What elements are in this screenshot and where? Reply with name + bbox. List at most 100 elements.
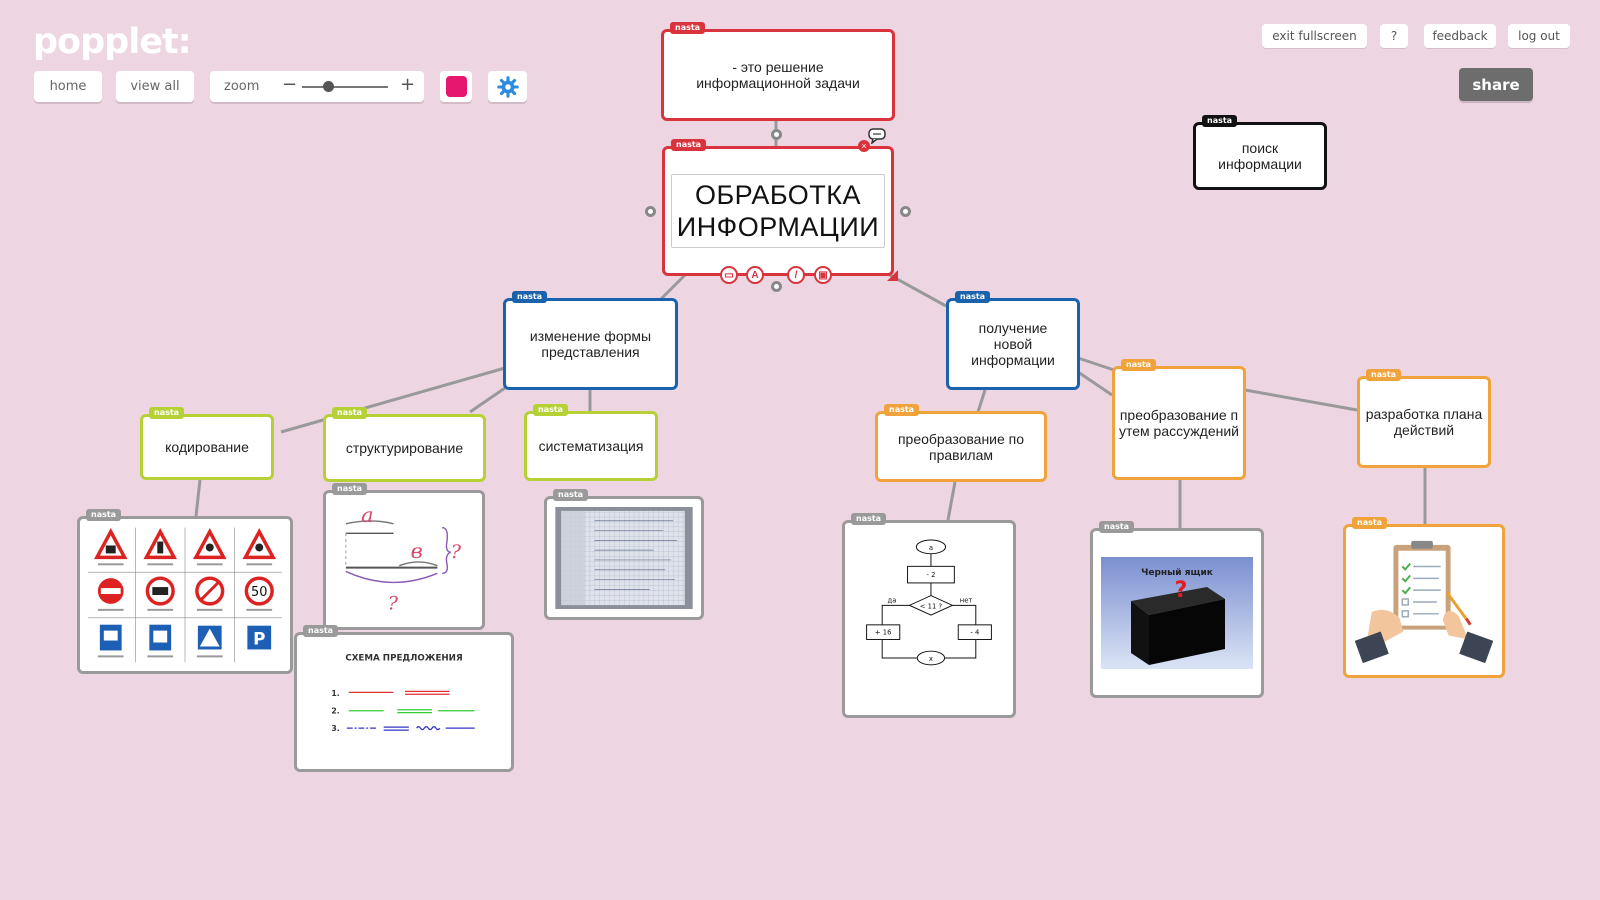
exit-fullscreen-label: exit fullscreen xyxy=(1272,29,1357,43)
scheme-row-2: 2. xyxy=(331,707,339,716)
sentence-scheme-title: СХЕМА ПРЕДЛОЖЕНИЯ xyxy=(345,653,462,663)
zoom-control: zoom − + xyxy=(210,71,424,102)
popple-action-plan[interactable]: nasta разработка плана действий xyxy=(1357,369,1491,468)
font-tool-icon[interactable]: A xyxy=(746,266,764,284)
author-tag: nasta xyxy=(303,625,339,637)
author-tag: nasta xyxy=(512,291,548,303)
author-tag: nasta xyxy=(851,513,887,525)
handwriting-label-b: в xyxy=(411,539,423,563)
popple-black-box-image[interactable]: nasta Черный ящик ? xyxy=(1090,521,1264,698)
popple-reasoning-transform[interactable]: nasta преобразование путем рассуждений xyxy=(1112,359,1246,480)
popple-sentence-scheme-image[interactable]: nasta СХЕМА ПРЕДЛОЖЕНИЯ 1. 2. 3. xyxy=(294,625,514,772)
logout-label: log out xyxy=(1518,29,1560,43)
exit-fullscreen-button[interactable]: exit fullscreen xyxy=(1262,24,1367,48)
connector-handle-bottom[interactable] xyxy=(771,281,782,292)
author-tag: nasta xyxy=(332,407,368,419)
popple-rule-transform[interactable]: nasta преобразование по правилам xyxy=(875,404,1047,482)
feedback-button[interactable]: feedback xyxy=(1424,24,1496,48)
view-all-button[interactable]: view all xyxy=(116,71,194,102)
checklist-image xyxy=(1352,533,1496,669)
zoom-out-button[interactable]: − xyxy=(282,74,298,95)
black-box-question-mark: ? xyxy=(1175,578,1188,603)
comment-icon[interactable] xyxy=(868,128,886,144)
scheme-row-3: 3. xyxy=(331,724,339,733)
handwriting-question-2: ? xyxy=(388,593,399,615)
flowchart-image: a - 2 < 11 ? + 16 - 4 x да нет xyxy=(851,529,1007,709)
flowchart-end: x xyxy=(929,655,933,663)
home-button[interactable]: home xyxy=(34,71,102,102)
share-button[interactable]: share xyxy=(1459,68,1533,101)
popple-text: ОБРАБОТКА ИНФОРМАЦИИ xyxy=(676,180,880,242)
handwriting-question-1: ? xyxy=(451,541,462,563)
popple-coding[interactable]: nasta кодирование xyxy=(140,407,274,480)
flowchart-step-1: - 2 xyxy=(926,571,935,579)
image-tool-icon[interactable]: ▣ xyxy=(814,266,832,284)
author-tag: nasta xyxy=(86,509,122,521)
home-button-label: home xyxy=(49,79,87,94)
popple-text: структурирование xyxy=(345,440,464,456)
delete-popple-icon[interactable]: × xyxy=(858,140,870,152)
flowchart-yes-label: да xyxy=(888,596,897,604)
author-tag: nasta xyxy=(884,404,920,416)
author-tag: nasta xyxy=(1099,521,1135,533)
author-tag: nasta xyxy=(955,291,991,303)
parking-label: P xyxy=(253,629,265,649)
popple-text: получение новой информации xyxy=(971,320,1055,368)
draw-tool-icon[interactable]: / xyxy=(787,266,805,284)
scheme-row-1: 1. xyxy=(331,689,339,698)
author-tag: nasta xyxy=(1202,115,1238,127)
resize-handle-icon[interactable] xyxy=(887,270,898,281)
author-tag: nasta xyxy=(670,22,706,34)
zoom-slider-track[interactable] xyxy=(302,86,388,88)
popple-text: систематизация xyxy=(538,438,644,454)
popple-definition[interactable]: nasta - это решение информационной задач… xyxy=(661,22,895,121)
author-tag: nasta xyxy=(671,139,707,151)
settings-button[interactable] xyxy=(488,71,527,102)
popple-handwriting-image[interactable]: nasta a в ? ? xyxy=(323,483,485,630)
popple-flowchart-image[interactable]: nasta a - 2 < 11 ? + 16 - 4 x да нет xyxy=(842,513,1016,718)
popple-road-signs-image[interactable]: nasta 50 P xyxy=(77,509,293,674)
author-tag: nasta xyxy=(149,407,185,419)
popple-new-info[interactable]: nasta получение новой информации xyxy=(946,291,1080,390)
popple-search[interactable]: nasta поиск информации xyxy=(1193,115,1327,190)
author-tag: nasta xyxy=(533,404,569,416)
popple-checklist-image[interactable]: nasta xyxy=(1343,517,1505,678)
popple-structuring[interactable]: nasta структурирование xyxy=(323,407,486,482)
handwriting-label-a: a xyxy=(361,503,374,527)
flowchart-condition: < 11 ? xyxy=(920,602,943,610)
zoom-in-button[interactable]: + xyxy=(400,74,416,95)
popple-systematization[interactable]: nasta систематизация xyxy=(524,404,658,481)
popple-change-form[interactable]: nasta изменение формы представления xyxy=(503,291,678,390)
zoom-slider-handle[interactable] xyxy=(323,81,334,92)
author-tag: nasta xyxy=(332,483,368,495)
popple-main-title[interactable]: nasta ОБРАБОТКА ИНФОРМАЦИИ xyxy=(662,139,894,276)
color-swatch xyxy=(445,76,467,97)
share-label: share xyxy=(1472,75,1520,94)
author-tag: nasta xyxy=(1366,369,1402,381)
color-picker-button[interactable] xyxy=(440,71,472,102)
app-logo[interactable]: popplet: xyxy=(33,22,192,62)
logout-button[interactable]: log out xyxy=(1508,24,1570,48)
feedback-label: feedback xyxy=(1432,29,1488,43)
connector-handle-right[interactable] xyxy=(900,206,911,217)
popple-text: изменение формы представления xyxy=(529,328,652,360)
popple-text: разработка плана действий xyxy=(1365,406,1483,438)
black-box-image: Черный ящик ? xyxy=(1101,557,1253,669)
popple-text: поиск информации xyxy=(1218,140,1302,172)
text-box-tool-icon[interactable]: ▭ xyxy=(720,266,738,284)
flowchart-no-label: нет xyxy=(960,596,973,604)
zoom-label: zoom xyxy=(224,79,260,94)
popple-text: преобразование по правилам xyxy=(897,430,1025,463)
handwriting-image: a в ? ? xyxy=(332,499,476,621)
speed-limit-label: 50 xyxy=(251,585,267,600)
connector-handle[interactable] xyxy=(771,129,782,140)
popple-notebook-image[interactable]: nasta xyxy=(544,489,704,620)
gear-icon xyxy=(496,75,519,98)
popple-text-editor[interactable]: ОБРАБОТКА ИНФОРМАЦИИ xyxy=(671,174,885,248)
view-all-button-label: view all xyxy=(130,79,180,94)
flowchart-step-no: - 4 xyxy=(970,629,979,637)
popple-text: - это решение информационной задачи xyxy=(696,59,860,91)
help-button[interactable]: ? xyxy=(1380,24,1408,48)
connector-handle-left[interactable] xyxy=(645,206,656,217)
